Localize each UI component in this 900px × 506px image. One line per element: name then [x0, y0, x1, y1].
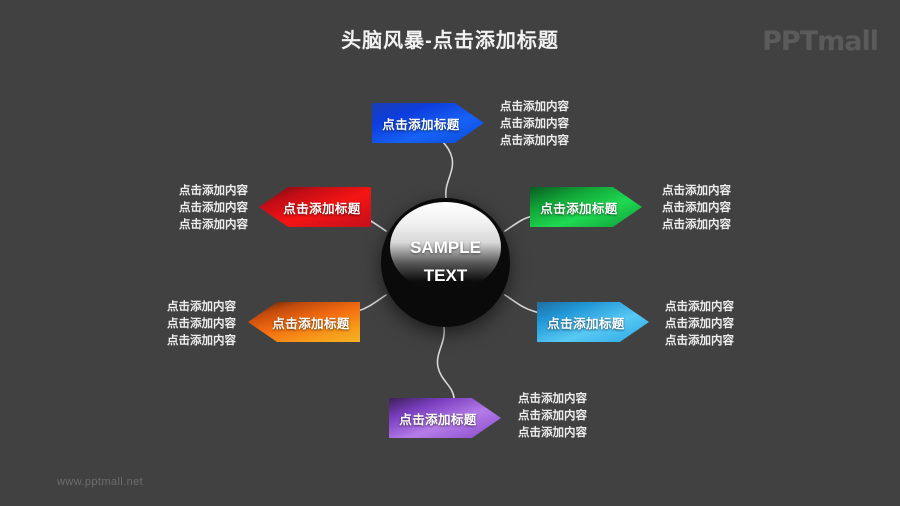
body-text-cyan: 点击添加内容 点击添加内容 点击添加内容 [665, 299, 734, 350]
brand-logo: PPTmall [762, 26, 879, 57]
body-line: 点击添加内容 [179, 185, 248, 197]
node-cyan[interactable]: 点击添加标题 [537, 302, 649, 342]
arrow-purple-label: 点击添加标题 [399, 412, 477, 427]
body-line: 点击添加内容 [500, 135, 569, 147]
body-line: 点击添加内容 [500, 101, 569, 113]
body-line: 点击添加内容 [167, 318, 236, 330]
body-line: 点击添加内容 [167, 301, 236, 313]
body-line: 点击添加内容 [179, 219, 248, 231]
body-line: 点击添加内容 [665, 335, 734, 347]
arrow-blue[interactable]: 点击添加标题 [372, 103, 484, 143]
body-line: 点击添加内容 [665, 301, 734, 313]
sphere-line-2: TEXT [423, 266, 468, 285]
body-line: 点击添加内容 [518, 410, 587, 422]
arrow-green-label: 点击添加标题 [540, 201, 618, 216]
page-title: 头脑风暴-点击添加标题 [341, 30, 559, 52]
body-line: 点击添加内容 [665, 318, 734, 330]
footer-url[interactable]: www.pptmall.net [57, 476, 144, 488]
center-sphere[interactable]: SAMPLE TEXT [381, 198, 510, 327]
body-text-blue: 点击添加内容 点击添加内容 点击添加内容 [500, 99, 569, 150]
sphere-label: SAMPLE TEXT [381, 234, 510, 290]
body-text-red: 点击添加内容 点击添加内容 点击添加内容 [78, 183, 248, 234]
arrow-red-label: 点击添加标题 [283, 201, 361, 216]
body-text-purple: 点击添加内容 点击添加内容 点击添加内容 [518, 391, 587, 442]
connector-purple [436, 326, 455, 399]
body-text-green: 点击添加内容 点击添加内容 点击添加内容 [662, 183, 731, 234]
body-line: 点击添加内容 [167, 335, 236, 347]
body-line: 点击添加内容 [179, 202, 248, 214]
arrow-purple[interactable]: 点击添加标题 [389, 398, 501, 438]
node-orange[interactable]: 点击添加标题 [248, 302, 360, 342]
sphere-gloss [390, 201, 501, 293]
body-line: 点击添加内容 [662, 219, 731, 231]
node-red[interactable]: 点击添加标题 [259, 187, 371, 227]
arrow-cyan-label: 点击添加标题 [547, 316, 625, 331]
body-line: 点击添加内容 [518, 427, 587, 439]
arrow-orange[interactable]: 点击添加标题 [248, 302, 360, 342]
node-green[interactable]: 点击添加标题 [530, 187, 642, 227]
body-line: 点击添加内容 [518, 393, 587, 405]
arrow-cyan[interactable]: 点击添加标题 [537, 302, 649, 342]
arrow-orange-label: 点击添加标题 [272, 316, 350, 331]
node-purple[interactable]: 点击添加标题 [389, 398, 501, 438]
sphere-line-1: SAMPLE [410, 238, 481, 257]
arrow-red[interactable]: 点击添加标题 [259, 187, 371, 227]
body-text-orange: 点击添加内容 点击添加内容 点击添加内容 [66, 299, 236, 350]
node-blue[interactable]: 点击添加标题 [372, 103, 484, 143]
arrow-green[interactable]: 点击添加标题 [530, 187, 642, 227]
body-line: 点击添加内容 [662, 185, 731, 197]
arrow-blue-label: 点击添加标题 [382, 117, 460, 132]
body-line: 点击添加内容 [500, 118, 569, 130]
body-line: 点击添加内容 [662, 202, 731, 214]
